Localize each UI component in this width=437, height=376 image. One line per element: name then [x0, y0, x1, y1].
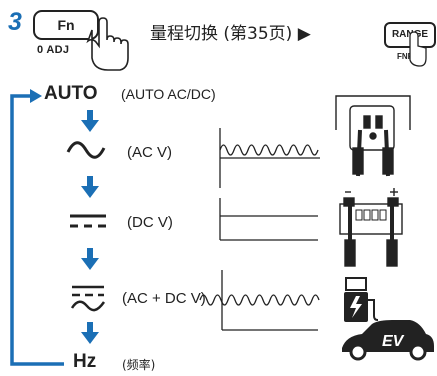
battery-probe-icon	[339, 188, 403, 267]
wall-outlet-probe-icon	[335, 95, 411, 177]
range-switch-note: 量程切换 (第35页) ▶	[150, 24, 311, 44]
acdc-symbol	[70, 285, 106, 312]
mode-hz-symbol: Hz	[73, 351, 97, 372]
mode-ac-label: (AC V)	[127, 144, 172, 161]
range-key-sub-label: FNR	[397, 52, 414, 61]
ev-badge: EV	[382, 333, 405, 350]
mode-acdc-label: (AC + DC V)	[122, 290, 206, 307]
mode-hz-label: (频率)	[122, 358, 156, 372]
mode-dc-label: (DC V)	[127, 214, 173, 231]
loop-arrow	[10, 94, 64, 366]
dc-waveform	[219, 198, 318, 241]
ac-waveform	[219, 128, 320, 188]
mode-auto-label: (AUTO AC/DC)	[121, 86, 216, 102]
charging-station-icon	[344, 277, 379, 322]
ev-car-icon: EV	[342, 320, 434, 361]
acdc-waveform	[199, 270, 320, 331]
dc-symbol	[70, 214, 106, 228]
step-number: 3	[8, 8, 22, 36]
range-hand-icon	[409, 31, 427, 67]
fn-key-sub-label: 0 ADJ	[37, 44, 70, 56]
hand-press-icon	[86, 17, 129, 71]
fn-key[interactable]: Fn	[33, 10, 99, 40]
ac-symbol	[66, 141, 106, 159]
down-arrows	[81, 110, 99, 344]
loop-arrow-head	[30, 89, 42, 103]
mode-auto-symbol: AUTO	[44, 83, 98, 104]
